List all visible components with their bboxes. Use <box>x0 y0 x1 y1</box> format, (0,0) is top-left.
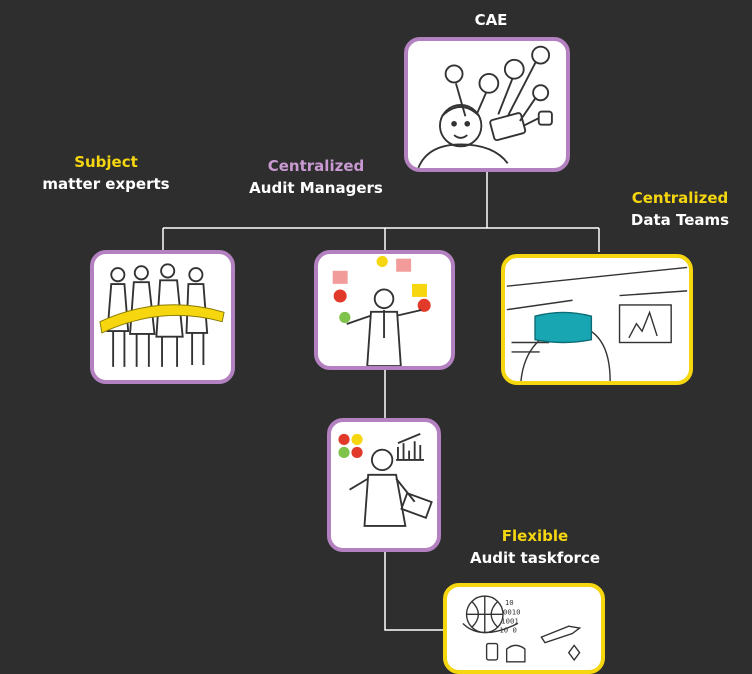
audit-taskforce-label: Flexible Audit taskforce <box>455 525 615 569</box>
subject-text: matter experts <box>42 175 170 193</box>
taskforce-accent: Flexible <box>501 527 569 545</box>
data-teams-accent: Centralized <box>631 189 729 207</box>
data-teams-text: Data Teams <box>630 211 730 229</box>
audit-managers-node <box>314 250 455 370</box>
juggling-manager-icon <box>332 255 431 366</box>
subject-matter-experts-node <box>90 250 235 384</box>
svg-text:1001: 1001 <box>501 616 519 625</box>
subject-accent: Subject <box>74 153 138 171</box>
analyst-with-laptop-icon <box>338 433 433 527</box>
vr-headset-icon <box>506 266 688 381</box>
cae-title: CAE <box>474 11 508 29</box>
data-teams-label: Centralized Data Teams <box>615 187 745 231</box>
taskforce-text: Audit taskforce <box>469 549 601 567</box>
connector-analyst-taskforce <box>384 552 444 631</box>
data-teams-node <box>501 254 693 385</box>
audit-managers-label: Centralized Audit Managers <box>236 155 396 199</box>
svg-text:0010: 0010 <box>503 607 521 616</box>
svg-text:10: 10 <box>505 598 514 607</box>
analyst-node <box>327 418 441 552</box>
svg-text:10 0: 10 0 <box>499 626 517 635</box>
business-team-icon <box>99 263 225 367</box>
person-with-tablet-icon <box>417 45 553 168</box>
subject-matter-experts-label: Subject matter experts <box>18 151 194 195</box>
cae-node <box>404 37 570 172</box>
managers-accent: Centralized <box>267 157 365 175</box>
managers-text: Audit Managers <box>249 179 383 197</box>
